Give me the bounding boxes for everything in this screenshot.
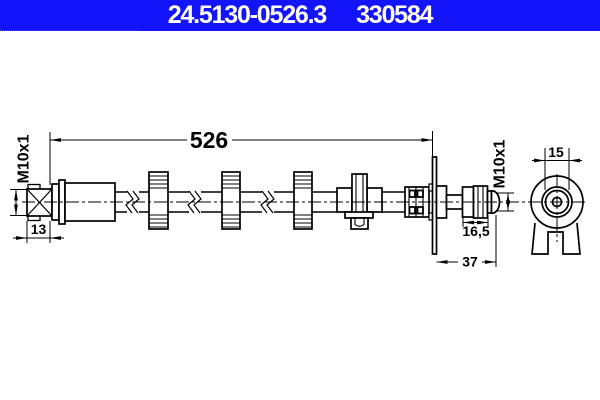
thread-right-label: M10x1	[492, 139, 509, 188]
centerlines	[22, 174, 587, 242]
dim-16-5-label: 16,5	[462, 223, 489, 239]
bracket-legs	[531, 222, 581, 255]
dim-13-label: 13	[31, 221, 47, 237]
dim-37	[436, 215, 497, 267]
dim-thread-right	[497, 192, 514, 212]
dim-15-label: 15	[548, 144, 564, 160]
catalog-number: 330584	[356, 1, 433, 29]
dim-15	[532, 148, 582, 190]
hose-guard-ring-3	[293, 171, 313, 230]
dim-526	[49, 131, 433, 185]
header-underline-artifact	[0, 30, 138, 31]
hose-clamp	[336, 173, 383, 230]
clamp-bracket	[350, 217, 369, 230]
dim-526-label: 526	[190, 127, 228, 153]
dim-16-5	[462, 216, 489, 227]
dim-37-label: 37	[462, 254, 478, 270]
dimensions	[10, 131, 582, 267]
hose-guard-ring-1	[148, 171, 169, 230]
header-bar: 24.5130-0526.3 330584	[0, 0, 600, 31]
thread-left-label: M10x1	[16, 134, 33, 183]
dim-thread-left	[10, 189, 27, 216]
hose-guard-ring-2	[221, 171, 241, 230]
clamp-lip	[344, 211, 374, 219]
right-fitting	[404, 183, 434, 221]
part-number: 24.5130-0526.3	[167, 1, 328, 29]
hose	[115, 190, 405, 214]
dim-13	[13, 221, 64, 243]
